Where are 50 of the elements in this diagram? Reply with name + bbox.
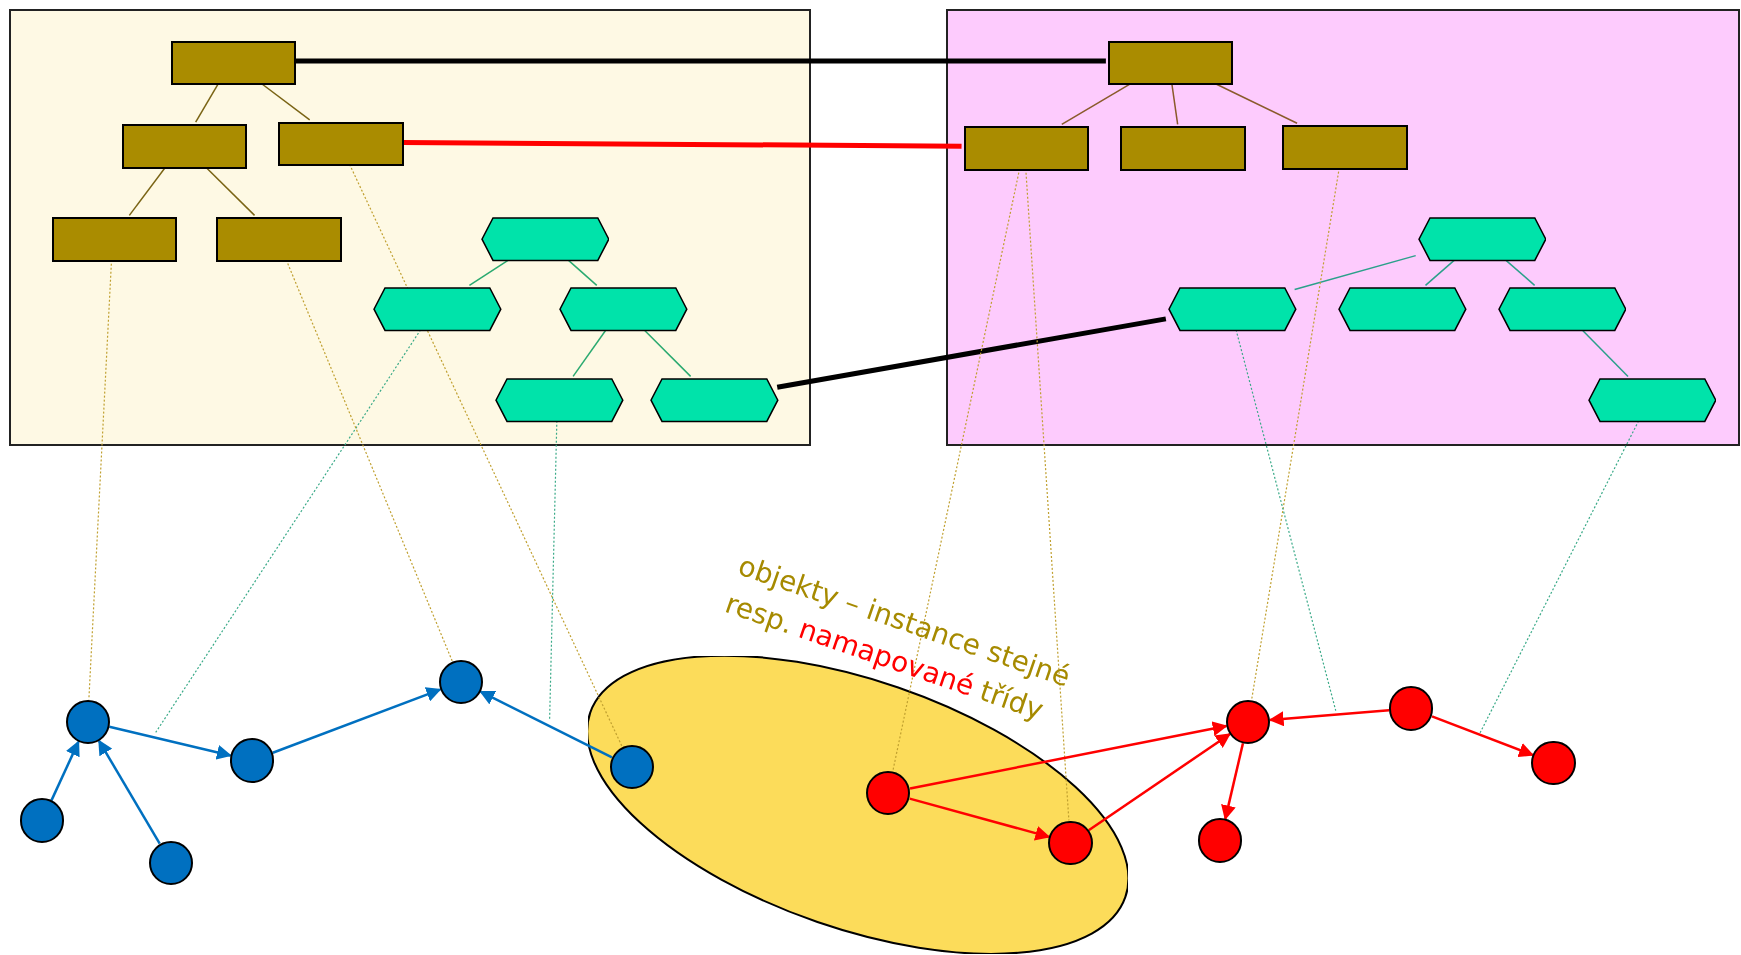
- mapping-line: [776, 316, 1167, 390]
- tree-line: [260, 82, 311, 121]
- group-panel: [946, 8, 1740, 447]
- mapping-line: [294, 58, 1106, 64]
- class-box: [1107, 40, 1234, 86]
- class-box: [1120, 126, 1246, 171]
- class-hexagon: [480, 217, 610, 262]
- class-box: [51, 217, 178, 262]
- arrow: [1088, 733, 1231, 832]
- class-box: [121, 124, 248, 169]
- arrow: [909, 721, 1228, 790]
- class-box: [1282, 125, 1408, 170]
- tree-line: [1171, 82, 1179, 126]
- class-hexagon: [650, 378, 780, 423]
- class-hexagon: [1497, 287, 1627, 332]
- arrow: [1268, 708, 1390, 727]
- arrow: [272, 687, 442, 754]
- class-hexagon: [372, 287, 502, 332]
- arrow: [109, 725, 232, 760]
- tree-line: [194, 82, 220, 123]
- arrow: [909, 797, 1051, 841]
- class-box: [216, 217, 342, 262]
- tree-line: [1581, 329, 1629, 378]
- class-hexagon: [559, 287, 689, 332]
- arrow: [1431, 715, 1534, 758]
- arrow: [479, 690, 613, 759]
- class-hexagon: [1167, 287, 1297, 332]
- arrow: [97, 739, 161, 845]
- tree-line: [643, 329, 692, 378]
- leader-line: [549, 420, 558, 721]
- class-hexagon: [494, 378, 624, 423]
- class-box: [170, 40, 297, 86]
- arrow: [1221, 743, 1245, 821]
- tree-line: [468, 259, 510, 287]
- tree-line: [1424, 259, 1456, 287]
- tree-line: [1504, 259, 1536, 287]
- tree-line: [1061, 82, 1132, 126]
- class-box: [963, 126, 1089, 171]
- tree-line: [572, 329, 607, 378]
- class-hexagon: [1587, 378, 1717, 423]
- class-box: [278, 121, 404, 167]
- class-hexagon: [1417, 217, 1547, 262]
- class-hexagon: [1337, 287, 1467, 332]
- group-panel: [8, 8, 811, 447]
- leader-line: [1235, 329, 1337, 712]
- mapping-line: [401, 140, 962, 149]
- leader-line: [1479, 420, 1640, 734]
- tree-line: [567, 259, 598, 287]
- tree-line: [1293, 254, 1417, 291]
- arrow: [50, 740, 80, 801]
